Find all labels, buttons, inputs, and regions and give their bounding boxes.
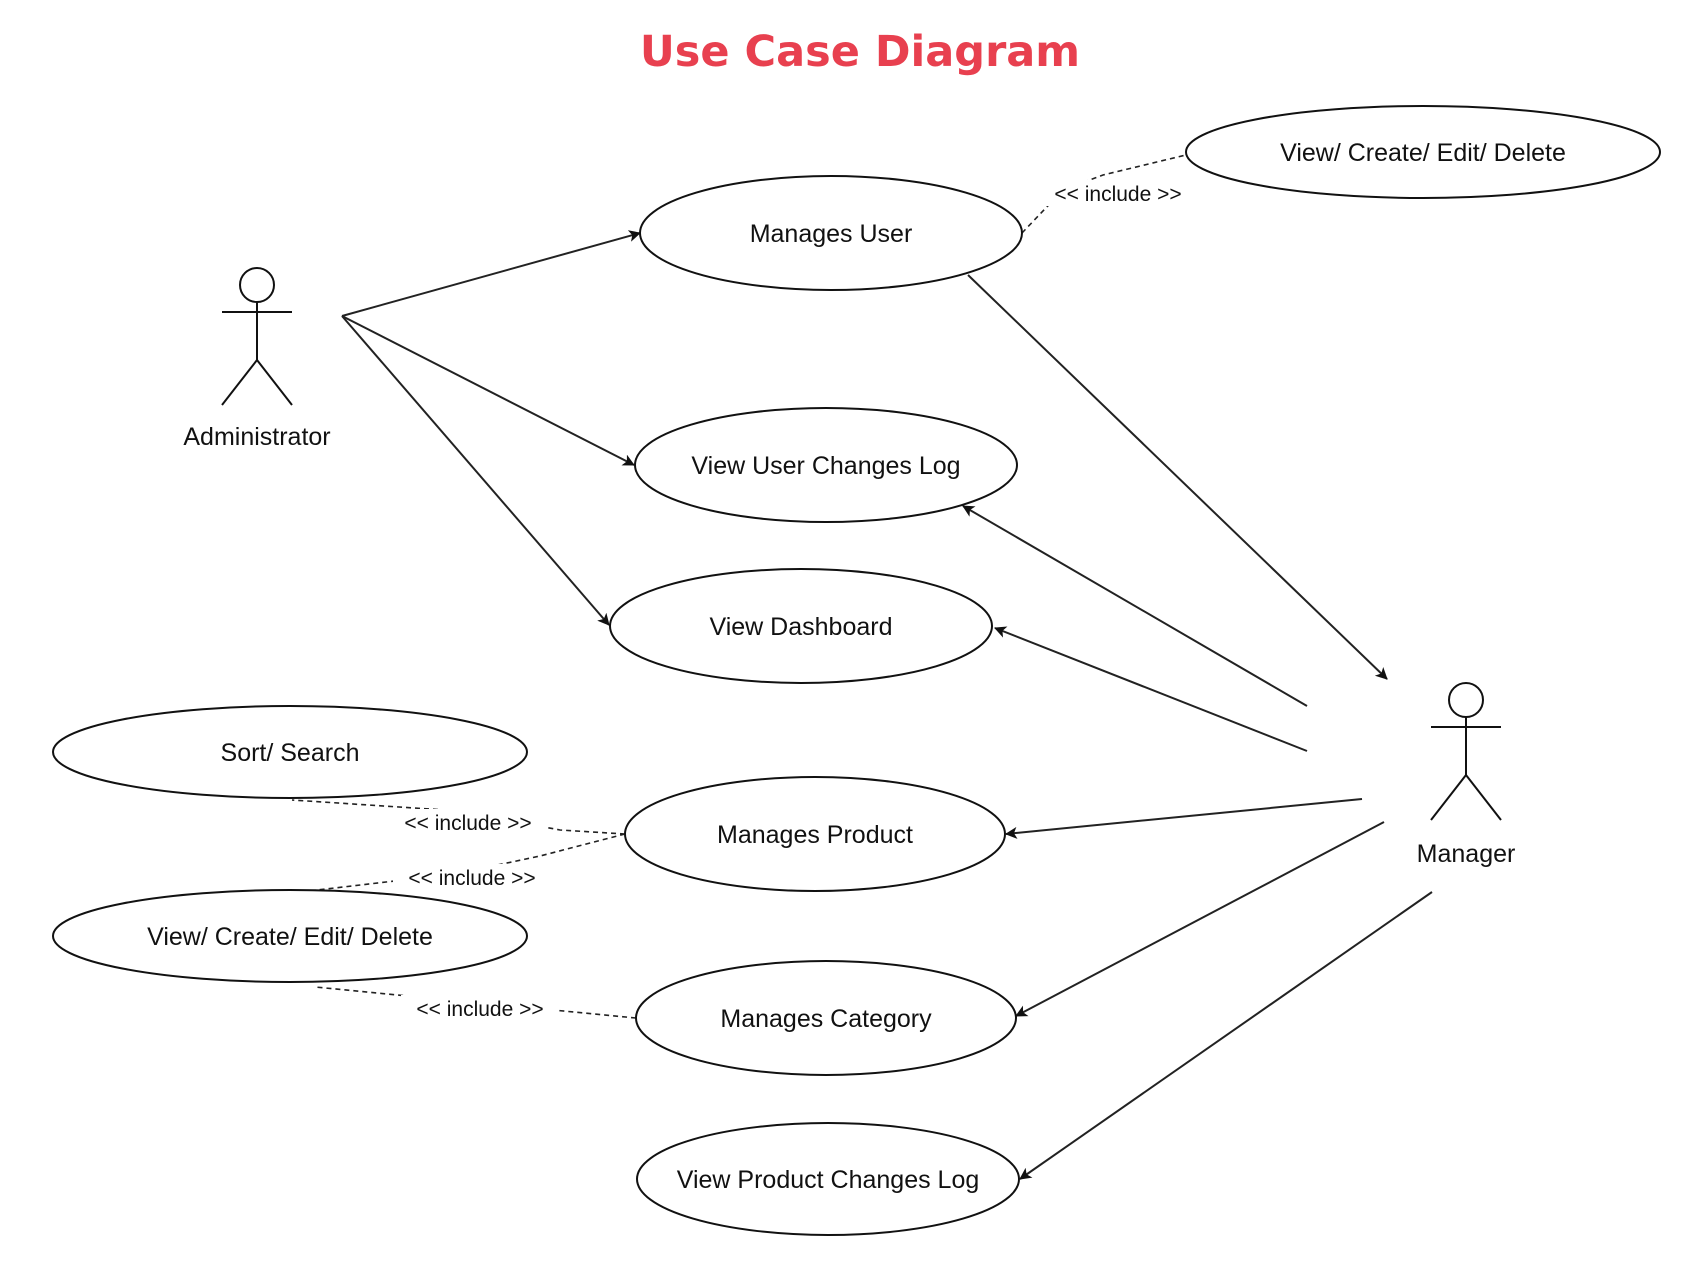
- association-manager-manages-category: [1015, 821, 1385, 1017]
- diagram-title: Use Case Diagram: [640, 27, 1080, 77]
- include-label-bg: [393, 864, 551, 890]
- associations: [341, 230, 1433, 1180]
- actor-label: Administrator: [183, 423, 330, 451]
- use-case-ellipse[interactable]: [52, 889, 528, 983]
- association-manager-view-dashboard: [994, 626, 1308, 752]
- use-case-view-product-changes-log[interactable]: View Product Changes Log: [636, 1122, 1020, 1236]
- include-labels: << include >> << include >> << include >…: [389, 180, 1194, 1021]
- use-case-label: Manages Category: [720, 1005, 932, 1033]
- use-case-ellipse[interactable]: [636, 1122, 1020, 1236]
- association-administrator-view-dashboard: [341, 315, 610, 626]
- include-label-manages-product-sort-search: << include >>: [404, 812, 531, 835]
- association-manager-view-user-changes-log: [962, 505, 1308, 707]
- use-case-ellipse[interactable]: [639, 175, 1023, 291]
- use-case-view-dashboard[interactable]: View Dashboard: [609, 568, 993, 684]
- use-case-view-user-changes-log[interactable]: View User Changes Log: [634, 407, 1018, 523]
- use-case-sort-search[interactable]: Sort/ Search: [52, 705, 528, 799]
- use-case-view-create-edit-delete-product[interactable]: View/ Create/ Edit/ Delete: [52, 889, 528, 983]
- association-administrator-manages-user: [341, 230, 641, 317]
- administrator-stick-figure-icon: [221, 267, 293, 406]
- actor-administrator[interactable]: Administrator: [183, 267, 331, 451]
- use-case-ellipse[interactable]: [52, 705, 528, 799]
- include-label-manages-product-view-create-edit-delete: << include >>: [408, 867, 535, 890]
- use-case-label: View/ Create/ Edit/ Delete: [147, 923, 433, 951]
- use-case-label: View Product Changes Log: [677, 1166, 980, 1194]
- manager-stick-figure-icon: [1430, 682, 1502, 821]
- include-label-manages-user: << include >>: [1054, 183, 1181, 206]
- use-case-label: View User Changes Log: [691, 452, 960, 480]
- use-case-label: View Dashboard: [710, 613, 893, 641]
- actor-label: Manager: [1417, 840, 1516, 868]
- association-administrator-view-user-changes-log: [341, 315, 635, 466]
- use-case-ellipse[interactable]: [1185, 105, 1661, 199]
- use-case-ellipse[interactable]: [634, 407, 1018, 523]
- use-case-label: Sort/ Search: [221, 739, 360, 767]
- use-case-label: View/ Create/ Edit/ Delete: [1280, 139, 1566, 167]
- use-case-label: Manages User: [750, 220, 913, 248]
- include-line-manages-product-view-create-edit-delete: [299, 833, 626, 893]
- include-label-bg: [1042, 180, 1194, 206]
- include-line-manages-user: [1021, 153, 1191, 234]
- use-case-label: Manages Product: [717, 821, 913, 849]
- use-case-view-create-edit-delete-user[interactable]: View/ Create/ Edit/ Delete: [1185, 105, 1661, 199]
- actor-manager[interactable]: Manager: [1417, 682, 1516, 868]
- use-case-ellipse[interactable]: [624, 776, 1006, 892]
- include-label-bg: [401, 995, 559, 1021]
- use-case-manages-product[interactable]: Manages Product: [624, 776, 1006, 892]
- association-manager-manages-product: [1005, 798, 1363, 839]
- use-case-ellipse[interactable]: [635, 960, 1017, 1076]
- association-manager-view-product-changes-log: [1019, 891, 1433, 1180]
- include-label-bg: [389, 809, 547, 835]
- use-case-ellipse[interactable]: [609, 568, 993, 684]
- use-case-manages-user[interactable]: Manages User: [639, 175, 1023, 291]
- include-label-manages-category: << include >>: [416, 998, 543, 1021]
- use-case-manages-category[interactable]: Manages Category: [635, 960, 1017, 1076]
- association-manages-user-manager: [967, 274, 1388, 680]
